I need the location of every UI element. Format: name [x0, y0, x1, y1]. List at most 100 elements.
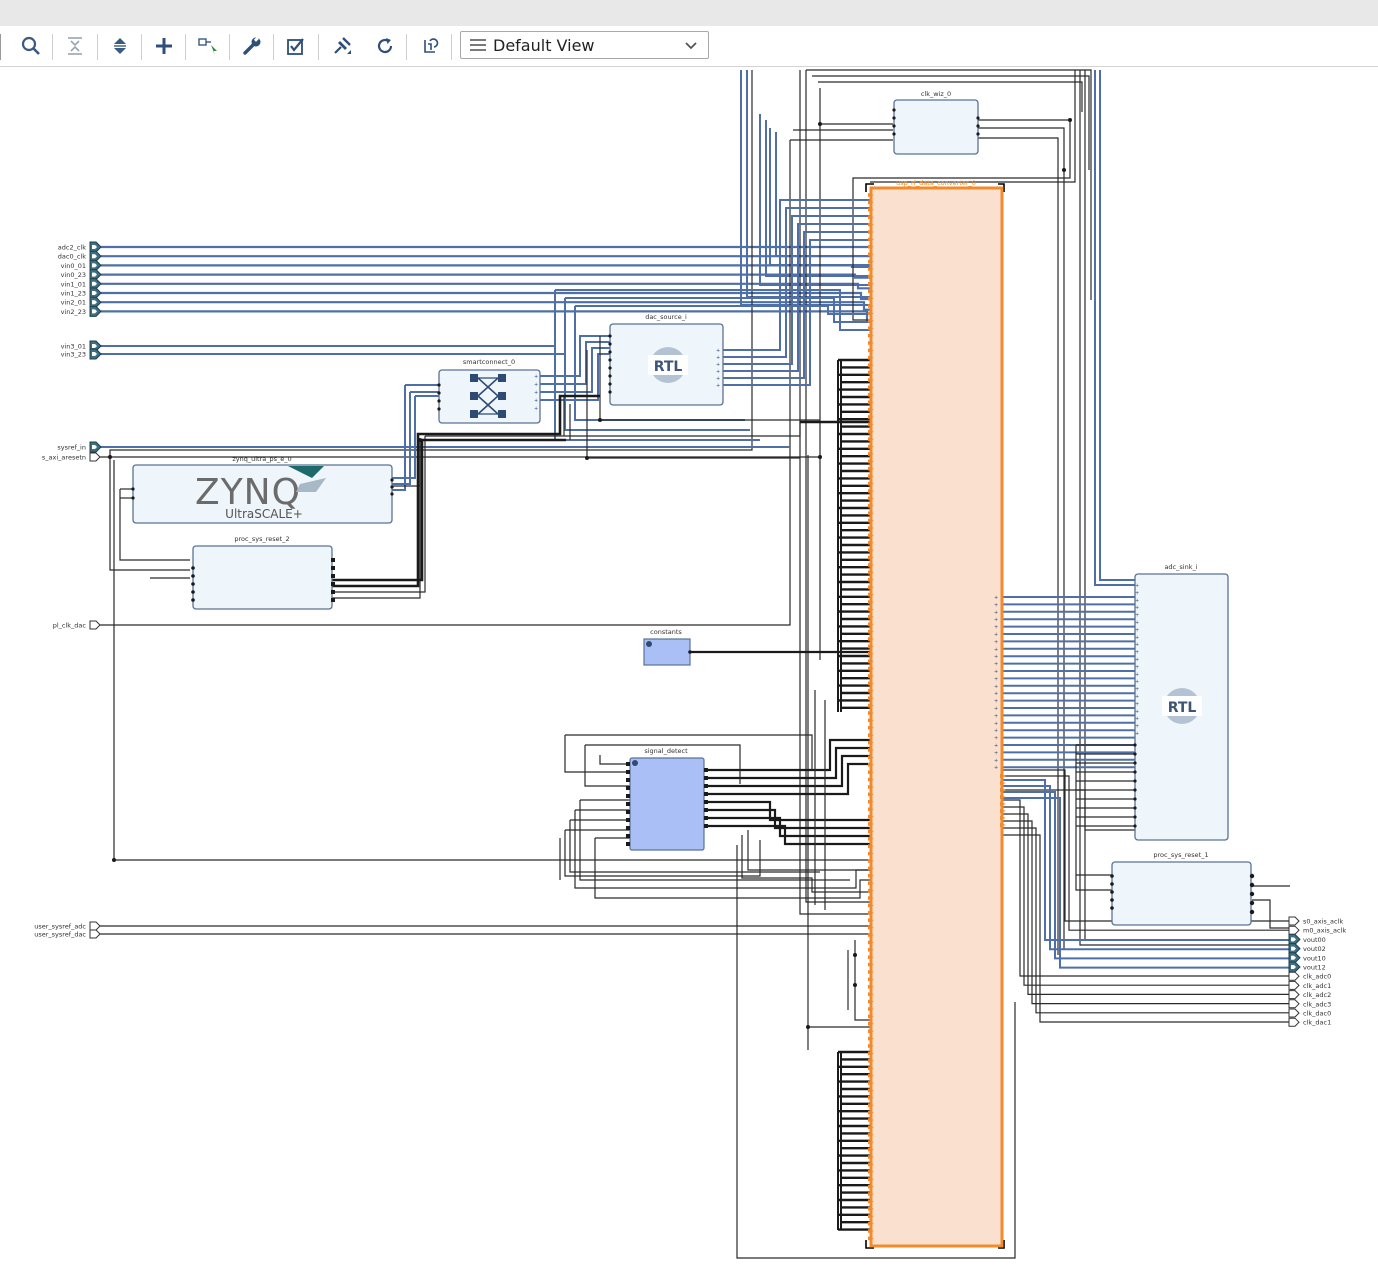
window-title-bar: [0, 0, 1378, 26]
input-port-vin3_23[interactable]: vin3_23: [61, 349, 101, 359]
svg-text:+: +: [1135, 716, 1139, 722]
make-connection-button[interactable]: [193, 32, 223, 60]
block-dac-source[interactable]: dac_source_i RTL: [610, 313, 723, 405]
svg-text:+: +: [1135, 709, 1139, 715]
svg-text:+: +: [716, 362, 720, 368]
output-port-s0_axis_aclk[interactable]: s0_axis_aclk: [1289, 917, 1343, 926]
block-smartconnect[interactable]: smartconnect_0: [439, 358, 540, 423]
block-signal-detect[interactable]: signal_detect: [630, 747, 704, 850]
svg-text:+: +: [994, 595, 998, 601]
output-port-m0_axis_aclk[interactable]: m0_axis_aclk: [1289, 926, 1346, 935]
view-select[interactable]: Default View: [460, 31, 709, 59]
output-port-vout12[interactable]: vout12: [1289, 962, 1326, 972]
block-proc-sys-reset-1[interactable]: proc_sys_reset_1: [1112, 851, 1251, 925]
svg-text:+: +: [1135, 642, 1139, 648]
toolbar-separator: [141, 34, 142, 60]
input-port-vin2_01[interactable]: vin2_01: [61, 297, 101, 307]
svg-text:+: +: [1135, 731, 1139, 737]
svg-text:+: +: [994, 676, 998, 682]
block-title: proc_sys_reset_2: [234, 535, 289, 543]
port-label: vin3_01: [61, 343, 86, 351]
regenerate-layout-icon: [420, 36, 440, 56]
input-port-user_sysref_dac[interactable]: user_sysref_dac: [34, 930, 100, 939]
block-title: adc_sink_i: [1164, 563, 1197, 571]
svg-text:+: +: [994, 713, 998, 719]
output-port-clk_dac1[interactable]: clk_dac1: [1289, 1018, 1331, 1026]
chevron-down-icon: [684, 39, 698, 53]
block-constants[interactable]: constants: [644, 628, 690, 665]
input-port-s_axi_aresetn[interactable]: s_axi_aresetn: [42, 453, 100, 462]
output-port-clk_adc0[interactable]: clk_adc0: [1289, 972, 1331, 981]
customize-button[interactable]: [237, 32, 267, 60]
block-adc-sink[interactable]: adc_sink_i RTL: [1135, 563, 1228, 840]
input-port-vin1_01[interactable]: vin1_01: [61, 279, 101, 289]
block-zynq-ps[interactable]: zynq_ultra_ps_e_0 ZYNQ UltraSCALE+: [133, 455, 392, 523]
wire-layer: [100, 70, 1290, 1258]
svg-text:+: +: [994, 721, 998, 727]
pin-button[interactable]: [327, 32, 357, 60]
svg-text:+: +: [994, 654, 998, 660]
svg-text:+: +: [994, 610, 998, 616]
port-label: clk_dac0: [1303, 1010, 1331, 1018]
toolbar-separator: [52, 34, 53, 60]
input-port-vin0_01[interactable]: vin0_01: [61, 260, 101, 270]
input-port-vin2_23[interactable]: vin2_23: [61, 306, 101, 316]
input-port-vin0_23[interactable]: vin0_23: [61, 270, 101, 280]
svg-text:+: +: [994, 736, 998, 742]
input-port-pl_clk_dac[interactable]: pl_clk_dac: [53, 621, 100, 630]
svg-text:+: +: [994, 728, 998, 734]
svg-text:+: +: [534, 382, 538, 388]
port-label: vin1_23: [61, 290, 86, 298]
collapse-all-button[interactable]: [60, 32, 90, 60]
block-clk-wiz[interactable]: clk_wiz_0: [894, 90, 978, 154]
add-ip-button[interactable]: [149, 32, 179, 60]
right-port-group: s0_axis_aclkm0_axis_aclkvout00vout02vout…: [1289, 917, 1346, 1027]
pin-layer: ++++++++++++++++++++++++++++++++++++++++…: [108, 108, 1254, 1240]
svg-text:+: +: [1135, 724, 1139, 730]
pin-icon: [331, 35, 353, 57]
menu-icon: [470, 38, 486, 52]
svg-text:+: +: [994, 699, 998, 705]
block-proc-sys-reset-2[interactable]: proc_sys_reset_2: [193, 535, 332, 609]
validate-design-button[interactable]: [281, 32, 311, 60]
block-design-canvas[interactable]: clk_wiz_0 usp_rf_data_converter_0 dac_so…: [0, 67, 1378, 1282]
input-port-dac0_clk[interactable]: dac0_clk: [58, 251, 101, 261]
input-port-user_sysref_adc[interactable]: user_sysref_adc: [34, 922, 100, 931]
validate-icon: [286, 36, 306, 56]
svg-text:+: +: [1135, 627, 1139, 633]
output-port-vout00[interactable]: vout00: [1289, 934, 1326, 944]
svg-text:+: +: [1135, 672, 1139, 678]
output-port-clk_adc3[interactable]: clk_adc3: [1289, 1000, 1331, 1009]
svg-text:+: +: [994, 625, 998, 631]
svg-text:+: +: [994, 743, 998, 749]
add-ip-icon: [154, 36, 174, 56]
search-button[interactable]: [16, 32, 46, 60]
input-port-adc2_clk[interactable]: adc2_clk: [58, 242, 101, 252]
regenerate-layout-button[interactable]: [415, 32, 445, 60]
toolbar-separator: [406, 34, 407, 60]
output-port-vout02[interactable]: vout02: [1289, 944, 1326, 954]
svg-text:+: +: [994, 758, 998, 764]
wrench-icon: [242, 36, 262, 56]
expand-all-button[interactable]: [105, 32, 135, 60]
toolbar-separator: [185, 34, 186, 60]
svg-text:+: +: [994, 617, 998, 623]
output-port-clk_adc1[interactable]: clk_adc1: [1289, 981, 1331, 990]
output-port-clk_dac0[interactable]: clk_dac0: [1289, 1009, 1331, 1018]
svg-text:+: +: [1135, 605, 1139, 611]
input-port-sysref_in[interactable]: sysref_in: [57, 442, 101, 452]
svg-text:+: +: [994, 765, 998, 771]
port-label: sysref_in: [57, 444, 86, 452]
output-port-clk_adc2[interactable]: clk_adc2: [1289, 991, 1331, 1000]
toolbar-separator: [229, 34, 230, 60]
toolbar-separator: [273, 34, 274, 60]
block-title: signal_detect: [644, 747, 688, 755]
port-label: vin3_23: [61, 351, 86, 359]
refresh-button[interactable]: [370, 32, 400, 60]
svg-text:+: +: [534, 398, 538, 404]
diagram-toolbar: Default View: [0, 26, 1378, 67]
block-rf-data-converter[interactable]: usp_rf_data_converter_0: [866, 179, 1004, 1248]
input-port-vin1_23[interactable]: vin1_23: [61, 288, 101, 298]
svg-text:+: +: [1135, 657, 1139, 663]
output-port-vout10[interactable]: vout10: [1289, 953, 1326, 963]
